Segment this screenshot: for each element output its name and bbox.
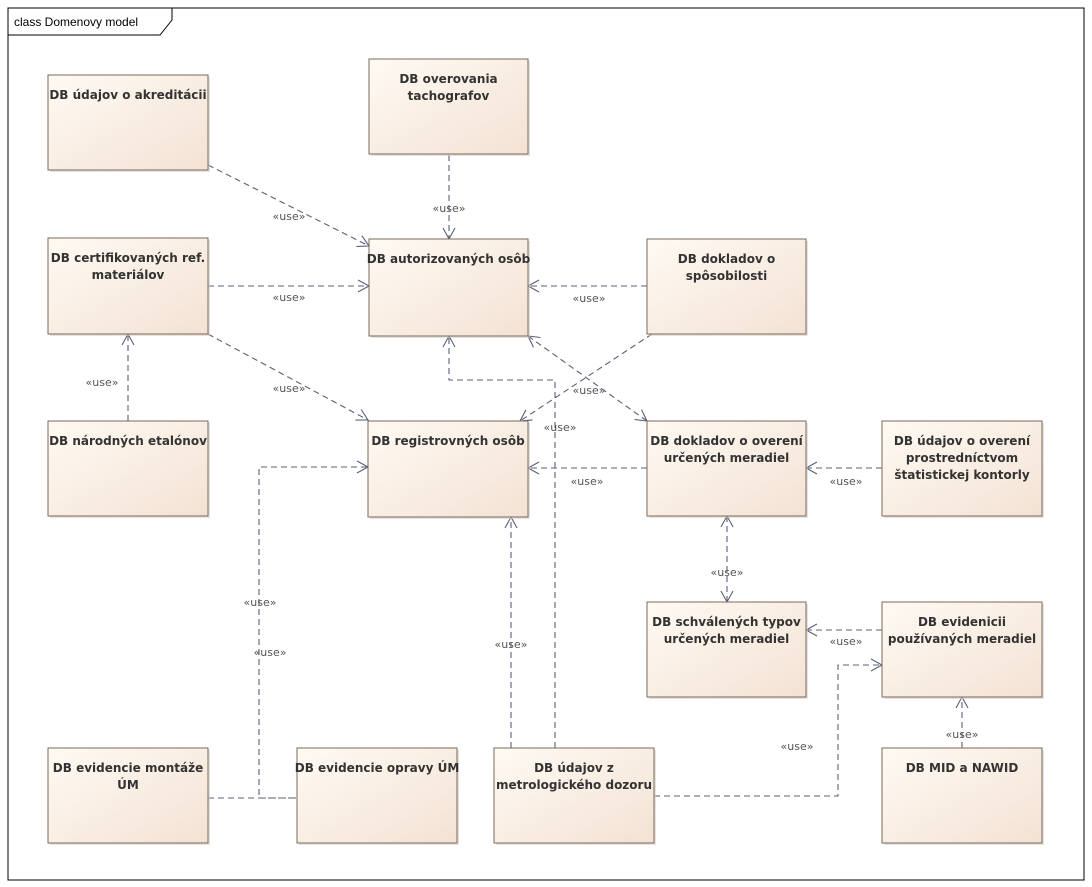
labels-layer: «use» «use» «use» «use» «use» «use» «use» «use»… bbox=[86, 202, 979, 753]
box-statisticka-line-1: DB údajov o overení bbox=[894, 434, 1031, 448]
box-sposobilost[interactable]: DB dokladov o spôsobilosti bbox=[646, 238, 808, 336]
box-overenie-line-1: DB dokladov o overení bbox=[650, 434, 803, 448]
box-akreditacie-line-1: DB údajov o akreditácii bbox=[49, 88, 206, 102]
use-label: «use» bbox=[86, 376, 119, 389]
box-pouzivane[interactable]: DB evidenicii používaných meradiel bbox=[881, 601, 1044, 699]
box-tachografy-line-2: tachografov bbox=[408, 89, 490, 103]
box-autorizovane[interactable]: DB autorizovaných osôb bbox=[367, 238, 531, 338]
use-label: «use» bbox=[273, 210, 306, 223]
use-label: «use» bbox=[781, 740, 814, 753]
use-label: «use» bbox=[830, 635, 863, 648]
box-overenie[interactable]: DB dokladov o overení určených meradiel bbox=[646, 420, 808, 518]
box-schvalene-line-1: DB schválených typov bbox=[652, 615, 801, 629]
box-mid-line-1: DB MID a NAWID bbox=[906, 761, 1019, 775]
box-sposobilost-line-2: spôsobilosti bbox=[686, 269, 767, 283]
use-label: «use» bbox=[273, 382, 306, 395]
box-tachografy[interactable]: DB overovania tachografov bbox=[368, 58, 530, 156]
use-label: «use» bbox=[573, 292, 606, 305]
use-label: «use» bbox=[273, 291, 306, 304]
box-statisticka-line-2: prostredníctvom bbox=[906, 451, 1018, 465]
box-certifikovane[interactable]: DB certifikovaných ref. materiálov bbox=[47, 237, 210, 336]
box-autorizovane-line-1: DB autorizovaných osôb bbox=[367, 252, 531, 266]
box-akreditacie[interactable]: DB údajov o akreditácii bbox=[47, 74, 210, 172]
boxes-layer: DB údajov o akreditácii DB overovania tach… bbox=[47, 58, 1044, 845]
use-label: «use» bbox=[830, 475, 863, 488]
box-schvalene-line-2: určených meradiel bbox=[664, 632, 790, 646]
box-dozor-line-1: DB údajov z bbox=[534, 761, 614, 775]
use-label: «use» bbox=[244, 596, 277, 609]
box-mid[interactable]: DB MID a NAWID bbox=[881, 747, 1044, 845]
box-schvalene[interactable]: DB schválených typov určených meradiel bbox=[646, 601, 808, 699]
use-label: «use» bbox=[573, 384, 606, 397]
box-dozor[interactable]: DB údajov z metrologického dozoru bbox=[493, 747, 656, 845]
box-pouzivane-line-2: používaných meradiel bbox=[888, 632, 1036, 646]
box-certifikovane-line-1: DB certifikovaných ref. bbox=[51, 251, 205, 265]
edge-certifikovane-to-registrovane bbox=[207, 333, 370, 421]
box-sposobilost-line-1: DB dokladov o bbox=[678, 252, 775, 266]
box-oprava-line-1: DB evidencie opravy ÚM bbox=[295, 760, 460, 775]
box-montaz-line-1: DB evidencie montáže bbox=[53, 761, 203, 775]
box-etalony[interactable]: DB národných etalónov bbox=[47, 420, 210, 518]
box-certifikovane-line-2: materiálov bbox=[92, 268, 165, 282]
use-label: «use» bbox=[946, 728, 979, 741]
use-label: «use» bbox=[571, 475, 604, 488]
box-tachografy-line-1: DB overovania bbox=[399, 72, 497, 86]
box-registrovane[interactable]: DB registrovných osôb bbox=[367, 420, 530, 519]
box-dozor-line-2: metrologického dozoru bbox=[496, 778, 652, 792]
frame-title: class Domenovy model bbox=[14, 15, 138, 29]
box-etalony-line-1: DB národných etalónov bbox=[49, 434, 207, 448]
use-label: «use» bbox=[495, 638, 528, 651]
use-label: «use» bbox=[254, 646, 287, 659]
box-registrovane-line-1: DB registrovných osôb bbox=[371, 434, 525, 448]
box-overenie-line-2: určených meradiel bbox=[664, 451, 790, 465]
box-oprava[interactable]: DB evidencie opravy ÚM bbox=[295, 747, 460, 845]
use-label: «use» bbox=[544, 421, 577, 434]
use-label: «use» bbox=[711, 566, 744, 579]
use-label: «use» bbox=[433, 202, 466, 215]
box-statisticka-line-3: štatistickej kontorly bbox=[894, 468, 1029, 482]
box-pouzivane-line-1: DB evidenicii bbox=[918, 615, 1006, 629]
box-statisticka[interactable]: DB údajov o overení prostredníctvom štatis… bbox=[881, 420, 1044, 518]
box-montaz-line-2: ÚM bbox=[117, 777, 139, 792]
